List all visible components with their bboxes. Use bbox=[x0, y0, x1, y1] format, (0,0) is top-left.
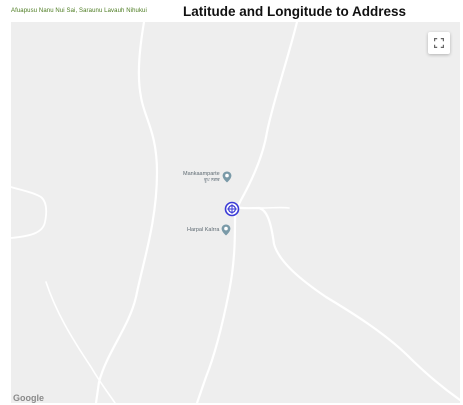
poi-pin-icon bbox=[222, 171, 232, 183]
address-text: Afuapusu Nanu Nui Sai, Saraunu Lavauh Ni… bbox=[11, 8, 147, 14]
road-main-north bbox=[233, 22, 299, 220]
poi-harpal-kalrra[interactable]: Harpal Kalrra bbox=[187, 224, 231, 236]
location-marker-icon[interactable] bbox=[224, 201, 240, 217]
poi-label: Harpal Kalrra bbox=[187, 227, 220, 233]
poi-pin-icon bbox=[222, 224, 231, 236]
google-logo: Google bbox=[13, 393, 44, 403]
road-west-stub bbox=[11, 186, 48, 239]
poi-sublabel: ਰੂਪ ਨਗਰ bbox=[204, 177, 220, 182]
road-network bbox=[11, 22, 460, 403]
fullscreen-button[interactable] bbox=[428, 32, 450, 54]
poi-mankaamparte[interactable]: Mankaamparte ਰੂਪ ਨਗਰ bbox=[183, 171, 232, 183]
fullscreen-icon bbox=[434, 38, 444, 48]
page-title: Latitude and Longitude to Address bbox=[183, 4, 406, 19]
road-east bbox=[233, 205, 460, 402]
road-main-south bbox=[195, 216, 237, 403]
road-southwest bbox=[45, 281, 116, 403]
road-left bbox=[94, 22, 159, 403]
poi-label: Mankaamparte bbox=[183, 171, 220, 177]
map-view[interactable]: Mankaamparte ਰੂਪ ਨਗਰ Harpal Kalrra Googl… bbox=[11, 22, 460, 403]
header: Afuapusu Nanu Nui Sai, Saraunu Lavauh Ni… bbox=[0, 0, 463, 22]
